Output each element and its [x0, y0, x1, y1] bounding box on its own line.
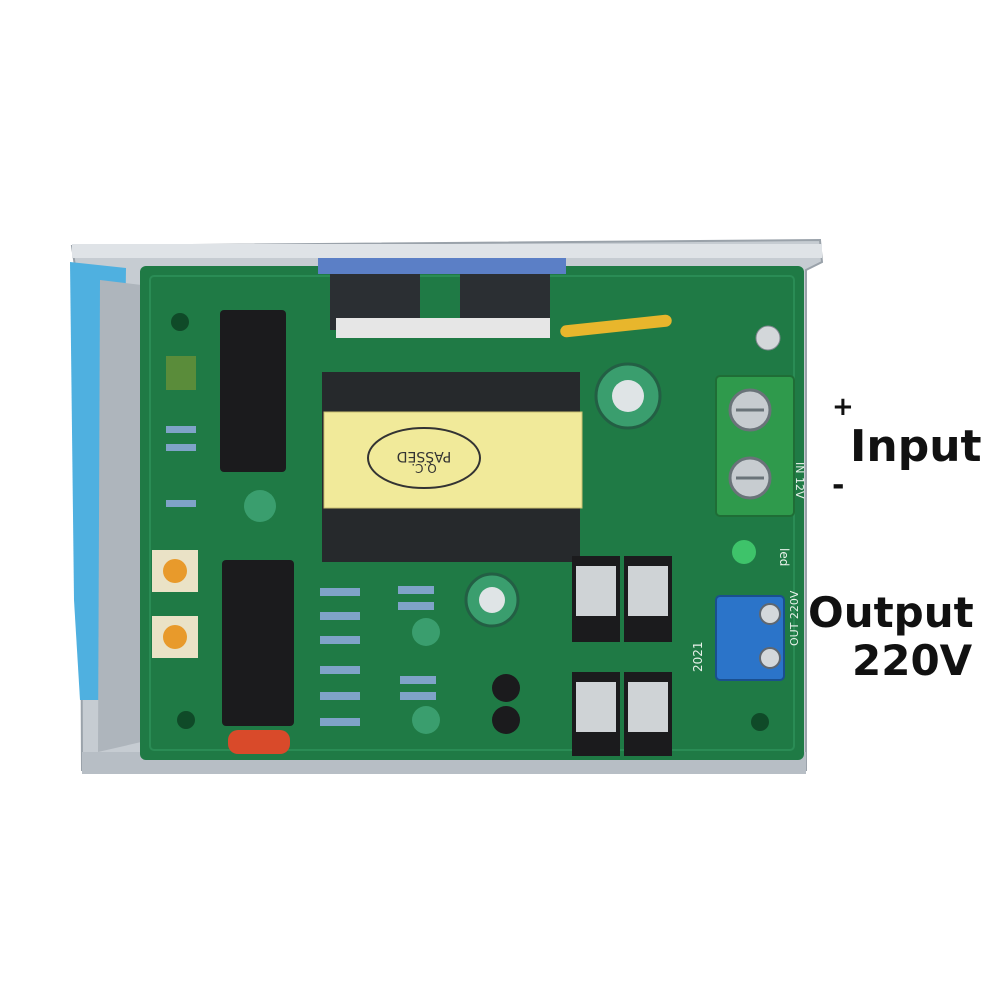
trimmer-knob-1	[163, 559, 187, 583]
electrolytic-capacitor-small-3	[412, 706, 440, 734]
red-ceramic-capacitor	[228, 730, 290, 754]
ic-chip-bottom	[222, 560, 294, 726]
heatsink-bar	[336, 318, 550, 338]
input-plus-sign: +	[832, 392, 854, 422]
silk-in-12v: IN 12V	[793, 462, 806, 499]
aluminium-bracket-top-edge	[72, 244, 822, 258]
status-led	[732, 540, 756, 564]
blue-insulator	[318, 258, 566, 274]
green-component	[166, 356, 196, 390]
output-screw-2	[759, 647, 781, 669]
silk-out-220v: OUT 220V	[788, 590, 801, 646]
input-label: Input	[850, 421, 982, 472]
mosfet-tab-4	[628, 682, 668, 732]
electrolytic-capacitor-small-1	[244, 490, 276, 522]
qc-passed-text: PASSED	[397, 448, 452, 464]
screw-top-right	[755, 325, 781, 351]
yellow-film-capacitor	[560, 314, 672, 338]
silk-led: led	[777, 548, 791, 566]
capacitor-cap-medium	[479, 587, 505, 613]
bracket-left-side	[98, 280, 150, 752]
mounting-hole-bottom-right	[751, 713, 769, 731]
trimmer-knob-2	[163, 625, 187, 649]
capacitor-cap-large	[612, 380, 644, 412]
mounting-hole-bottom-left	[177, 711, 195, 729]
mosfet-tab-2	[628, 566, 668, 616]
transistor-2	[492, 706, 520, 734]
mounting-hole-top-left	[171, 313, 189, 331]
transformer-label-sticker	[323, 411, 583, 509]
qc-text: Q.C.	[411, 461, 436, 475]
ic-chip-top	[220, 310, 286, 472]
transistor-1	[492, 674, 520, 702]
silk-year: 2021	[691, 641, 705, 672]
input-minus-sign: -	[832, 468, 845, 503]
mosfet-tab-3	[576, 682, 616, 732]
qc-passed-oval	[367, 427, 481, 489]
output-voltage-label: 220V	[852, 636, 973, 685]
electrolytic-capacitor-small-2	[412, 618, 440, 646]
mosfet-tab-1	[576, 566, 616, 616]
output-screw-1	[759, 603, 781, 625]
resistor-array	[166, 426, 436, 726]
output-label: Output	[808, 588, 974, 637]
